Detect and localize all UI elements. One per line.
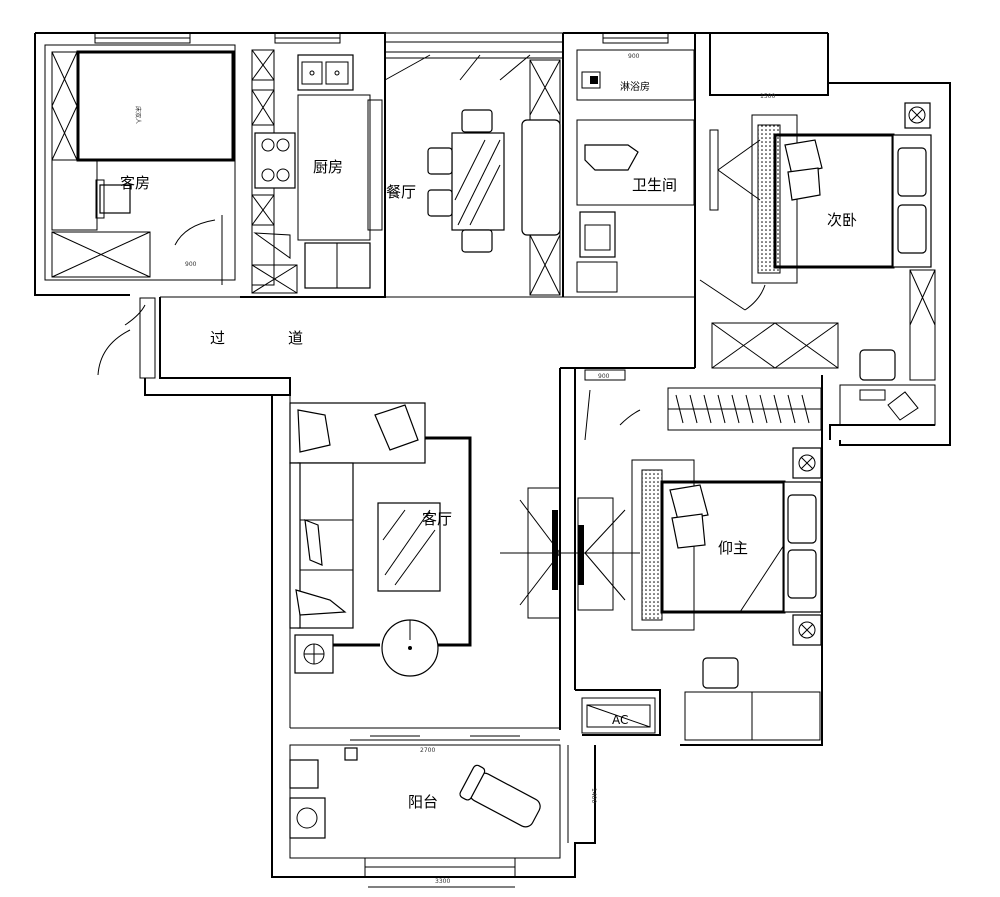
coffee-table <box>377 502 441 592</box>
stove <box>254 132 296 189</box>
svg-text:900: 900 <box>185 261 197 268</box>
bathroom: 淋浴房 卫生间 <box>576 49 695 293</box>
second-bedroom: 1500 次卧 <box>699 93 936 426</box>
second-bedroom-label: 次卧 <box>827 211 857 229</box>
balcony: 阳台 3300 1400 <box>289 744 597 888</box>
svg-text:1500: 1500 <box>760 93 775 100</box>
guest-bed <box>76 50 235 162</box>
dining-sideboard <box>521 119 561 236</box>
bathroom-label: 卫生间 <box>632 176 677 194</box>
ac-label: AC <box>612 713 628 727</box>
guest-room-label: 客房 <box>120 174 150 192</box>
toilet <box>584 144 639 171</box>
top-windows: 900 <box>94 32 669 81</box>
kitchen: 厨房 <box>251 49 383 294</box>
guest-room: 床双人 客房 900 <box>44 44 236 285</box>
corridor-label-b: 道 <box>288 329 303 347</box>
living-room: 客厅 <box>289 395 590 729</box>
dining-label: 餐厅 <box>386 183 416 201</box>
guest-bed-label: 床双人 <box>134 106 142 124</box>
shower-label: 淋浴房 <box>620 80 650 93</box>
master-bedroom-rug <box>641 469 663 621</box>
kitchen-label: 厨房 <box>313 158 343 176</box>
dining-room: 餐厅 <box>386 59 561 296</box>
balcony-door: 2700 <box>350 727 560 754</box>
washing-machine <box>289 797 326 839</box>
wash-basin <box>289 759 319 789</box>
ac-unit <box>581 697 656 734</box>
master-bedroom: 900 <box>577 369 822 741</box>
svg-text:3300: 3300 <box>435 878 450 885</box>
corridor-label-a: 过 <box>210 329 225 347</box>
hangers <box>675 394 810 424</box>
outer-walls <box>34 32 951 878</box>
second-bedroom-rug <box>757 124 781 274</box>
svg-text:2700: 2700 <box>420 747 435 754</box>
svg-text:900: 900 <box>598 373 610 380</box>
corridor: 过 道 <box>97 297 303 379</box>
living-room-label: 客厅 <box>422 510 452 528</box>
master-bedroom-label: 仰主 <box>718 539 748 557</box>
svg-text:900: 900 <box>628 53 640 60</box>
svg-text:1400: 1400 <box>590 788 597 803</box>
balcony-label: 阳台 <box>408 793 438 811</box>
